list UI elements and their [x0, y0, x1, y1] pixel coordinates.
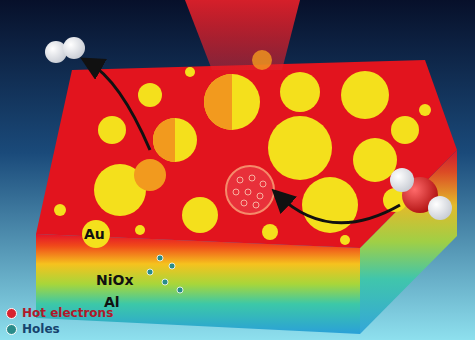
adsorb-arrow	[278, 195, 400, 223]
top-face	[36, 60, 457, 248]
water-molecule	[390, 168, 452, 220]
legend-item: Holes	[6, 322, 60, 336]
au-particles	[54, 67, 431, 248]
hot-electron-region	[226, 166, 274, 214]
layer-label: Au	[84, 226, 105, 242]
holes	[147, 255, 183, 293]
light-beam	[185, 0, 300, 70]
legend-text: Holes	[22, 322, 60, 336]
layer-label: NiOx	[96, 272, 133, 288]
release-arrow	[88, 62, 150, 150]
legend-swatch	[6, 308, 17, 319]
legend-swatch	[6, 324, 17, 335]
legend-text: Hot electrons	[22, 306, 113, 320]
hydrogen-molecule	[45, 37, 85, 63]
legend-item: Hot electrons	[6, 306, 113, 320]
